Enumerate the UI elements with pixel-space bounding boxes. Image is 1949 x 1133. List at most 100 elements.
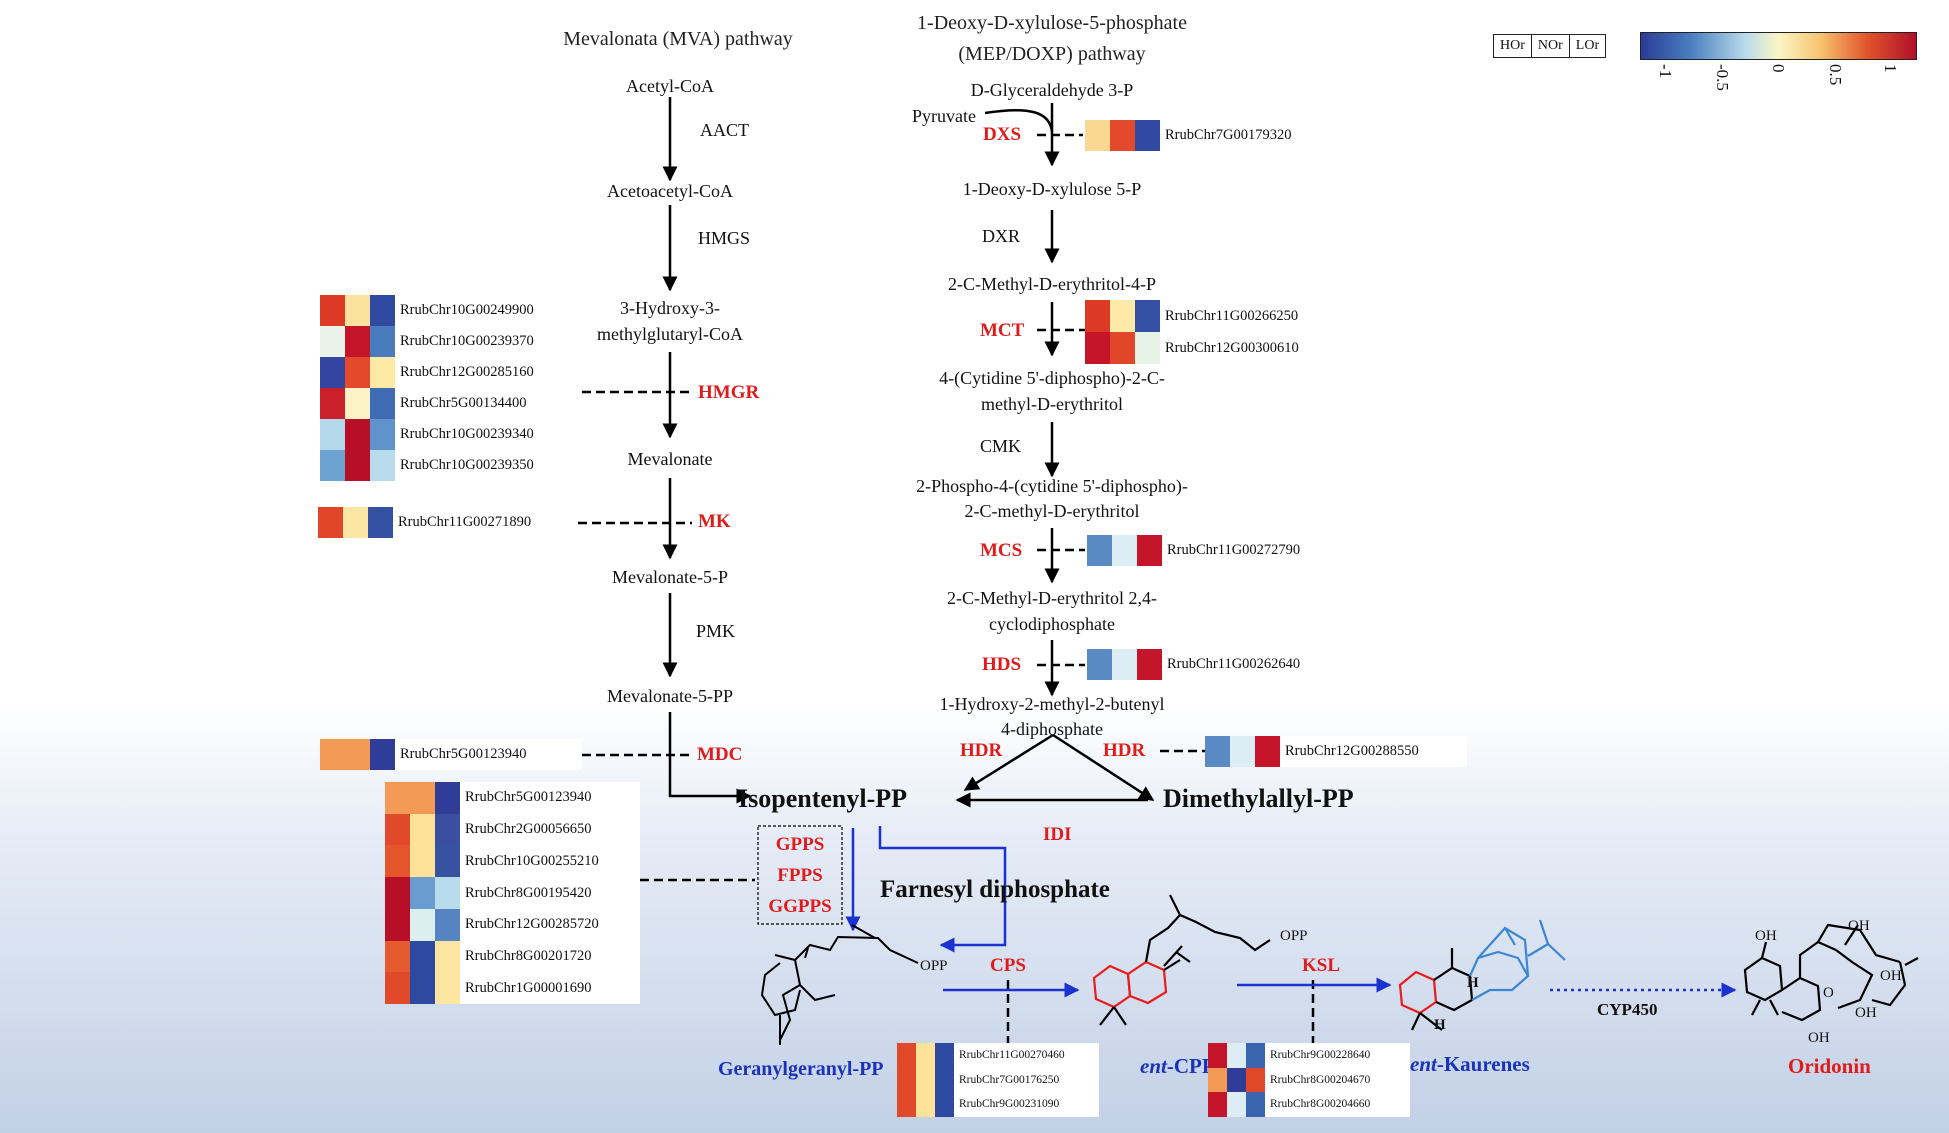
heatmap-cell: [1246, 1043, 1265, 1068]
heatmap-cell: [368, 507, 393, 538]
oridonin-o-label: O: [1823, 985, 1834, 1001]
heatmap-cell: [320, 388, 345, 419]
enzyme-idi: IDI: [1043, 824, 1072, 845]
prenyl-enzyme-box: [757, 825, 843, 925]
enzyme-ggpps: GGPPS: [768, 896, 832, 917]
heatmap-cell: [385, 940, 410, 973]
enzyme-cyp450: CYP450: [1597, 1000, 1658, 1019]
entcpp-opp-label: OPP: [1280, 928, 1308, 944]
heatmap-cell: [410, 813, 435, 846]
gene-id-label: RrubChr12G00288550: [1285, 743, 1419, 759]
heatmap-cell: [345, 357, 370, 388]
enzyme-hdr-right: HDR: [1103, 740, 1146, 761]
enzyme-fpps: FPPS: [777, 865, 823, 886]
gene-id-label: RrubChr9G00228640: [1270, 1048, 1371, 1061]
heatmap-cell: [370, 388, 395, 419]
metabolite-glyceraldehyde-3p: D-Glyceraldehyde 3-P: [970, 80, 1134, 100]
enzyme-cmk: CMK: [980, 436, 1022, 456]
heatmap-cell: [916, 1067, 935, 1093]
sample-legend: HOr NOr LOr: [1493, 34, 1607, 58]
heatmap-cell: [1110, 120, 1135, 151]
arrow-hdr-ipp: [963, 733, 1054, 792]
scale-tick: 0.5: [1826, 64, 1845, 86]
enzyme-mct: MCT: [980, 320, 1025, 341]
metabolite-mecpp-line1: 2-C-Methyl-D-erythritol 2,4-: [947, 588, 1157, 608]
heatmap-cell: [935, 1092, 954, 1117]
gene-id-label: RrubChr8G00201720: [465, 947, 592, 964]
enzyme-dxs: DXS: [983, 124, 1022, 145]
legend-sample-hor: HOr: [1500, 38, 1525, 53]
gene-id-label: RrubChr12G00285720: [465, 916, 599, 933]
metabolite-mecpp-line2: cyclodiphosphate: [989, 614, 1115, 634]
gene-id-label: RrubChr7G00179320: [1165, 127, 1292, 143]
enzyme-pmk: PMK: [696, 621, 736, 641]
gene-id-label: RrubChr7G00176250: [959, 1073, 1060, 1086]
heatmap-cell: [1135, 300, 1160, 332]
gene-id-label: RrubChr8G00195420: [465, 884, 592, 901]
heatmap-cell: [1208, 1067, 1227, 1093]
metabolite-hmg-coa-line2: methylglutaryl-CoA: [597, 324, 743, 344]
heatmap-cell: [385, 972, 410, 1004]
heatmap-cell: [1205, 736, 1230, 767]
arrow-mdc: [668, 712, 752, 804]
heatmap-cell: [1246, 1092, 1265, 1117]
oridonin-oh-bottom: OH: [1808, 1030, 1830, 1046]
ent-cpp-prefix: ent: [1140, 1054, 1167, 1078]
gene-id-label: RrubChr8G00204670: [1270, 1073, 1371, 1086]
heatmap-cell: [435, 845, 460, 878]
gene-id-label: RrubChr9G00231090: [959, 1098, 1060, 1111]
heatmap-cell: [435, 972, 460, 1004]
heatmap-cell: [1112, 535, 1137, 566]
heatmap-hdr: RrubChr12G00288550: [1205, 736, 1467, 767]
gene-id-label: RrubChr5G00123940: [465, 789, 592, 806]
enzyme-hmgs: HMGS: [698, 228, 751, 248]
heatmap-cell: [320, 295, 345, 326]
heatmap-cell: [1112, 649, 1137, 680]
heatmap-cell: [1255, 736, 1280, 767]
heatmap-cell: [1246, 1067, 1265, 1093]
oridonin-oh-right: OH: [1880, 968, 1902, 984]
heatmap-cell: [410, 908, 435, 941]
gene-id-label: RrubChr10G00239340: [400, 426, 534, 442]
heatmap-dxs: RrubChr7G00179320: [1085, 120, 1335, 151]
heatmap-cell: [345, 326, 370, 357]
gene-id-label: RrubChr1G00001690: [465, 979, 592, 996]
heatmap-cell: [1087, 649, 1112, 680]
heatmap-cell: [935, 1043, 954, 1068]
heatmap-cell: [435, 782, 460, 814]
gene-id-label: RrubChr8G00204660: [1270, 1098, 1371, 1111]
heatmap-cell: [1085, 300, 1110, 332]
metabolite-cdp-mep-line1: 2-Phospho-4-(cytidine 5'-diphospho)-: [916, 476, 1188, 496]
heatmap-cell: [435, 877, 460, 909]
enzyme-cps: CPS: [990, 955, 1026, 976]
metabolite-acetoacetyl-coa: Acetoacetyl-CoA: [607, 181, 733, 201]
heatmap-cell: [385, 782, 410, 814]
mep-pathway-title-line1: 1-Deoxy-D-xylulose-5-phosphate: [917, 12, 1187, 34]
heatmap-cell: [320, 326, 345, 357]
gene-id-label: RrubChr12G00285160: [400, 364, 534, 380]
heatmap-cell: [1110, 300, 1135, 332]
metabolite-hmbpp-line2: 4-diphosphate: [1001, 719, 1103, 739]
heatmap-cell: [385, 877, 410, 909]
heatmap-cell: [345, 295, 370, 326]
gene-id-label: RrubChr11G00270460: [959, 1048, 1065, 1061]
mep-pathway-title-line2: (MEP/DOXP) pathway: [958, 43, 1146, 65]
gene-id-label: RrubChr10G00255210: [465, 852, 599, 869]
heatmap-cell: [935, 1067, 954, 1093]
heatmap-mdc: RrubChr5G00123940: [320, 739, 582, 770]
ent-cpp-suffix: -CPP: [1166, 1054, 1215, 1078]
heatmap-cell: [385, 845, 410, 878]
color-scale-bar: [1640, 32, 1917, 60]
heatmap-cell: [410, 940, 435, 973]
metabolite-farnesyl-diphosphate: Farnesyl diphosphate: [880, 876, 1110, 903]
arrow-hdr-dmapp: [1052, 733, 1155, 802]
gene-id-label: RrubChr10G00249900: [400, 302, 534, 318]
enzyme-mcs: MCS: [980, 540, 1023, 561]
legend-sample-lor: LOr: [1568, 35, 1605, 57]
enzyme-aact: AACT: [700, 120, 749, 140]
heatmap-cell: [1137, 535, 1162, 566]
metabolite-ggpp: Geranylgeranyl-PP: [718, 1058, 884, 1080]
